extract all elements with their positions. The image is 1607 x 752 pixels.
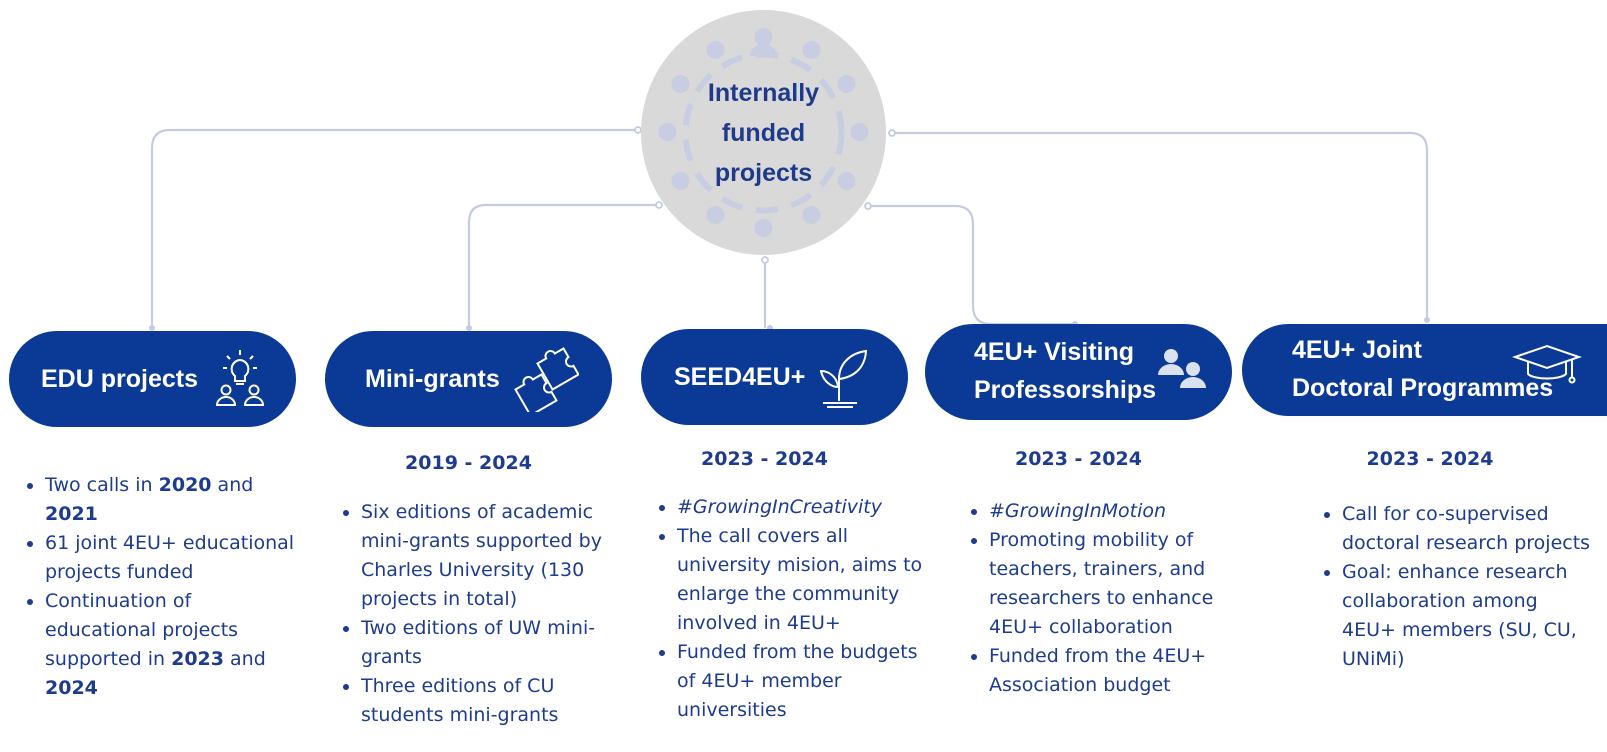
pill-title: SEED4EU+ bbox=[674, 363, 806, 391]
bullet-item: Goal: enhance research collaboration amo… bbox=[1342, 558, 1592, 674]
bullet-item: Funded from the budgets of 4EU+ member u… bbox=[677, 638, 927, 725]
connector-doctoral bbox=[892, 131, 1429, 320]
pill-joint-doctoral-programmes: 4EU+ Joint Doctoral Programmes bbox=[1242, 324, 1607, 416]
bullet-item: Three editions of CU students mini-grant… bbox=[361, 672, 631, 730]
bullets-joint-doctoral-programmes: Call for co-supervised doctoral research… bbox=[1322, 500, 1592, 674]
years-seed4eu: 2023 - 2024 bbox=[701, 448, 828, 470]
bullets-visiting-professorships: #GrowingInMotion Promoting mobility of t… bbox=[969, 497, 1234, 700]
bullet-item: Continuation of educational projects sup… bbox=[45, 587, 305, 703]
bullet-item: Funded from the 4EU+ Association budget bbox=[989, 642, 1234, 700]
pill-visiting-professorships: 4EU+ Visiting Professorships bbox=[925, 324, 1232, 420]
connector-minigrants bbox=[467, 203, 659, 328]
bullet-item: 61 joint 4EU+ educational projects funde… bbox=[45, 529, 305, 587]
connector-visiting bbox=[868, 204, 1075, 326]
puzzle-icon bbox=[514, 347, 579, 412]
pill-title: EDU projects bbox=[41, 365, 198, 393]
years-joint-doctoral-programmes: 2023 - 2024 bbox=[1366, 448, 1494, 470]
bullet-item: The call covers all university mision, a… bbox=[677, 522, 927, 638]
graduation-cap-icon bbox=[1512, 344, 1582, 384]
sprout-icon bbox=[819, 349, 868, 408]
bullets-mini-grants: Six editions of academic mini-grants sup… bbox=[341, 498, 631, 730]
bullet-item: Call for co-supervised doctoral research… bbox=[1342, 500, 1592, 558]
pill-title: Mini-grants bbox=[365, 365, 500, 393]
years-mini-grants: 2019 - 2024 bbox=[405, 452, 532, 474]
center-title: Internally funded projects bbox=[707, 78, 820, 187]
bullet-item: Two calls in 2020 and 2021 bbox=[45, 471, 305, 529]
pill-mini-grants: Mini-grants bbox=[325, 331, 612, 427]
connector-edu bbox=[150, 128, 638, 328]
bullet-item: Promoting mobility of teachers, trainers… bbox=[989, 526, 1234, 642]
pill-seed4eu: SEED4EU+ bbox=[641, 329, 908, 425]
bullet-item: #GrowingInCreativity bbox=[677, 493, 927, 522]
pill-title: 4EU+ Joint Doctoral Programmes bbox=[1292, 336, 1554, 402]
pill-title: 4EU+ Visiting Professorships bbox=[974, 338, 1157, 404]
bullets-seed4eu: #GrowingInCreativity The call covers all… bbox=[657, 493, 927, 725]
bullet-item: Six editions of academic mini-grants sup… bbox=[361, 498, 631, 614]
center-hub: Internally funded projects bbox=[641, 10, 886, 255]
bullet-item: #GrowingInMotion bbox=[989, 497, 1234, 526]
people-circle-icon bbox=[658, 28, 869, 237]
years-visiting-professorships: 2023 - 2024 bbox=[1015, 448, 1142, 470]
idea-team-icon bbox=[215, 350, 265, 406]
pill-edu-projects: EDU projects bbox=[9, 331, 296, 427]
bullets-edu-projects: Two calls in 2020 and 2021 61 joint 4EU+… bbox=[25, 471, 305, 703]
bullet-item: Two editions of UW mini-grants bbox=[361, 614, 631, 672]
people-icon bbox=[1158, 349, 1206, 388]
